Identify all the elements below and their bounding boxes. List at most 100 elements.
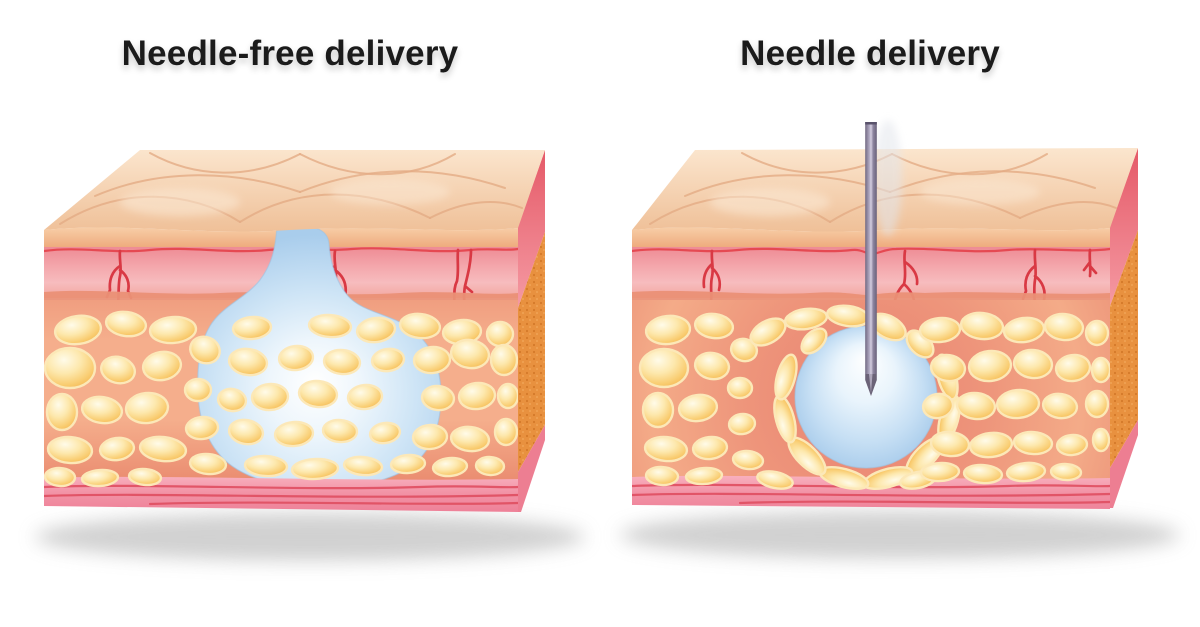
seam xyxy=(889,170,1096,193)
panel-title-needle: Needle delivery xyxy=(740,34,1000,73)
fat-cell xyxy=(141,350,183,382)
side-dermis xyxy=(1110,148,1138,306)
fat-cell xyxy=(729,337,759,363)
needle-glow xyxy=(874,120,902,236)
fat-cell xyxy=(1084,389,1110,419)
fat-cell xyxy=(321,418,359,444)
skin-block-needle-free xyxy=(35,150,585,561)
fat-cell xyxy=(1041,392,1079,420)
fat-cell xyxy=(370,347,406,373)
fat-cell xyxy=(189,335,221,365)
fat-cell xyxy=(100,355,136,385)
fat-cell xyxy=(227,418,265,446)
fat-cell xyxy=(138,435,188,463)
fat-cell xyxy=(643,435,689,463)
fat-cell xyxy=(800,327,828,355)
front-face xyxy=(44,226,518,512)
skin-block-needle xyxy=(620,120,1180,559)
panel-title-needle-free: Needle-free delivery xyxy=(121,34,459,73)
fat-cell xyxy=(962,463,1004,485)
fat-cell xyxy=(183,377,213,403)
fat-cell xyxy=(389,453,427,475)
fat-cell xyxy=(322,348,362,376)
fat-cell xyxy=(1054,353,1092,383)
muscle-line xyxy=(44,484,518,490)
seam xyxy=(299,170,506,193)
muscle-line xyxy=(44,493,518,498)
fat-cell xyxy=(277,344,315,372)
needle-top-cap xyxy=(865,122,877,125)
fat-cell xyxy=(955,391,997,421)
surface-highlight xyxy=(120,188,240,216)
fat-cell xyxy=(485,320,515,348)
muscle-lines xyxy=(44,484,518,506)
seam xyxy=(94,174,301,197)
seam xyxy=(891,153,1048,176)
surface-highlight xyxy=(710,188,830,216)
fat-cell xyxy=(148,315,198,345)
side-face xyxy=(1110,148,1138,508)
fat-cell xyxy=(53,314,103,346)
drop-shadow xyxy=(620,511,1180,559)
fat-cell xyxy=(44,346,97,390)
fat-cell xyxy=(431,456,469,478)
seam xyxy=(299,153,456,176)
fat-cell xyxy=(1012,430,1054,456)
vessel xyxy=(452,248,474,316)
seam xyxy=(429,201,523,219)
fat-cell xyxy=(1055,433,1089,457)
fat-cell xyxy=(250,382,290,412)
fat-cell xyxy=(929,353,967,383)
front-face xyxy=(632,227,1110,509)
fat-cell xyxy=(727,412,757,436)
muscle-line xyxy=(738,500,1110,505)
fat-cell xyxy=(80,395,124,425)
fat-cell xyxy=(44,466,77,488)
surface-highlight xyxy=(920,179,1040,205)
fat-cell xyxy=(496,382,518,410)
fat-cell xyxy=(691,435,729,461)
fat-cell xyxy=(1005,461,1047,483)
fat-cell xyxy=(968,431,1014,459)
side-muscle xyxy=(518,425,545,512)
fat-cell xyxy=(489,343,518,377)
fat-cell xyxy=(995,388,1041,420)
fat-cell xyxy=(684,466,724,486)
fat-cell xyxy=(243,454,289,478)
fat-cell xyxy=(398,312,442,340)
fat-cell xyxy=(1012,348,1054,380)
fat-cell xyxy=(638,347,690,389)
fat-cell xyxy=(307,313,353,339)
fat-cell xyxy=(1002,316,1046,344)
fat-cell xyxy=(644,465,680,487)
fat-cell xyxy=(368,421,402,445)
fat-cell xyxy=(1091,427,1110,453)
fat-cell xyxy=(127,467,163,487)
fat-cell xyxy=(46,435,94,465)
drop-shadow xyxy=(35,513,585,561)
fat-cell xyxy=(45,392,79,432)
muscle-layer xyxy=(632,475,1110,509)
fat-cell xyxy=(290,457,340,481)
fat-cell xyxy=(449,425,491,453)
fat-cell xyxy=(104,310,148,338)
fat-cell xyxy=(693,312,735,340)
fat-cell xyxy=(774,353,798,401)
top-face xyxy=(44,150,545,232)
muscle-line xyxy=(632,492,1110,497)
fat-cell xyxy=(1084,319,1110,347)
fat-cell xyxy=(420,384,456,412)
fat-cell xyxy=(731,449,765,471)
vessel xyxy=(1082,248,1098,278)
fat-cell xyxy=(188,452,228,476)
fat-cell xyxy=(1090,356,1110,384)
fat-cell xyxy=(644,314,692,346)
fat-cell xyxy=(231,315,273,341)
side-fat xyxy=(518,232,545,472)
fat-cell xyxy=(1043,312,1085,342)
fat-cell xyxy=(227,347,269,377)
muscle-line xyxy=(148,501,518,506)
fat-cell xyxy=(342,455,384,477)
